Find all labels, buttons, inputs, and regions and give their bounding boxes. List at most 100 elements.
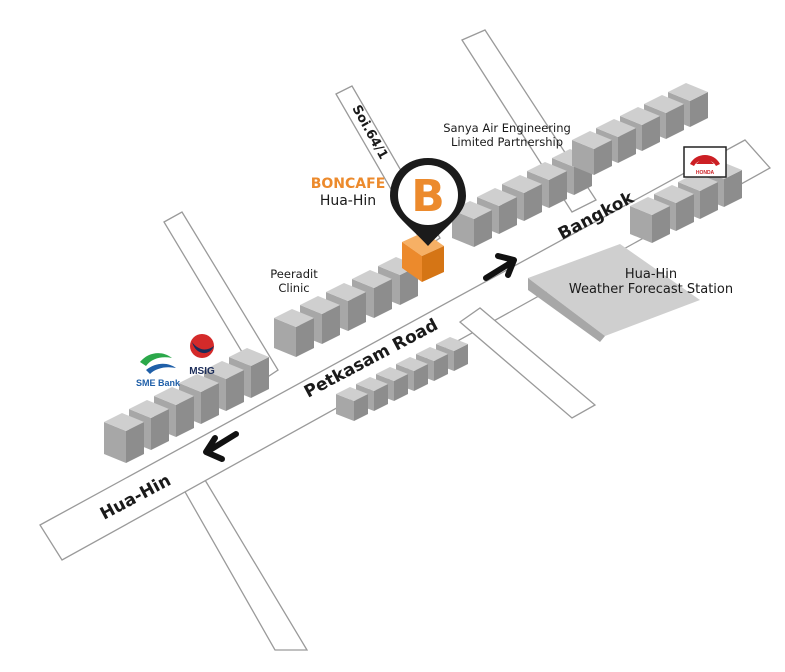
building-left-face (104, 422, 126, 463)
building-left-face (336, 394, 354, 421)
msig-logo-text: MSIG (189, 366, 215, 377)
building-top-face (654, 185, 694, 203)
building-top-face (620, 107, 660, 125)
arrow-bkk-shaft (483, 259, 515, 281)
building-right-face (676, 194, 694, 231)
label-sanya-line2: Limited Partnership (451, 135, 563, 149)
building-right-face (151, 409, 169, 450)
building-right-face (618, 128, 636, 163)
building-top-face (477, 188, 517, 206)
pin-letter: B (411, 171, 445, 222)
building-top-face (376, 367, 408, 381)
building-left-face (572, 140, 594, 175)
boncafe-building (402, 232, 444, 282)
sme-wave-blue (146, 363, 176, 374)
honda-wing-mark (696, 156, 714, 164)
building-top-face (356, 377, 388, 391)
label-peeradit-line2: Clinic (278, 281, 309, 295)
weather-building-top (528, 244, 700, 336)
building-right-face (690, 92, 708, 127)
building-top-face (668, 83, 708, 101)
honda-wing (690, 155, 720, 166)
building-right-face (499, 197, 517, 234)
boncafe-building-top (402, 232, 444, 256)
building-top-face (154, 387, 194, 405)
building-right-face (296, 318, 314, 357)
arrow-left-down-icon (203, 431, 239, 462)
sme-wave-green (140, 353, 172, 366)
honda-row-building (630, 197, 670, 243)
building-left-face (452, 210, 474, 247)
south-center-row-building (336, 387, 368, 421)
msig-logo-swoosh (192, 342, 214, 354)
building-right-face (176, 396, 194, 437)
building-right-face (549, 171, 567, 208)
building-right-face (666, 104, 684, 139)
sme-bank-logo-icon: SME Bank (136, 353, 181, 388)
weather-building-left (528, 278, 605, 342)
building-top-face (336, 387, 368, 401)
label-weather-line1: Hua-Hin (625, 267, 677, 282)
building-left-face (630, 206, 652, 243)
building-right-face (434, 354, 448, 381)
label-boncafe: BONCAFE (311, 176, 386, 192)
top-right-row-building (572, 131, 612, 175)
label-boncafe-branch: Hua-Hin (320, 193, 376, 209)
building-top-face (596, 119, 636, 137)
building-top-face (527, 162, 567, 180)
building-right-face (652, 206, 670, 243)
sme-bank-logo-text: SME Bank (136, 378, 181, 388)
building-right-face (126, 422, 144, 463)
label-peeradit-line1: Peeradit (270, 267, 318, 281)
building-right-face (348, 292, 366, 331)
boncafe-building-right (422, 246, 444, 282)
building-top-face (502, 175, 542, 193)
building-right-face (474, 210, 492, 247)
building-right-face (724, 170, 742, 207)
building-top-face (352, 270, 392, 288)
building-right-face (394, 374, 408, 401)
weather-station-building (528, 244, 700, 342)
building-top-face (436, 337, 468, 351)
building-right-face (354, 394, 368, 421)
boncafe-building-left (402, 242, 422, 282)
label-weather-line2: Weather Forecast Station (569, 282, 733, 297)
building-right-face (201, 383, 219, 424)
building-top-face (326, 283, 366, 301)
building-right-face (226, 370, 244, 411)
arrow-hh-shaft (207, 431, 239, 453)
bank-row-building (104, 413, 144, 463)
building-top-face (416, 347, 448, 361)
building-top-face (104, 413, 144, 431)
clinic-row-building (274, 309, 314, 357)
building-top-face (179, 374, 219, 392)
building-top-face (572, 131, 612, 149)
msig-logo-icon: MSIG (189, 334, 215, 377)
buildings-layer (104, 83, 742, 463)
building-right-face (374, 279, 392, 318)
building-top-face (274, 309, 314, 327)
building-right-face (700, 182, 718, 219)
honda-logo-text: HONDA (696, 170, 715, 176)
building-right-face (374, 384, 388, 411)
arrow-right-up-icon (483, 253, 517, 281)
map-pin-icon: B (390, 158, 466, 246)
building-right-face (642, 116, 660, 151)
arrow-bkk-head (495, 253, 517, 278)
building-top-face (129, 400, 169, 418)
building-left-face (274, 318, 296, 357)
building-right-face (322, 305, 340, 344)
side-road-upper-left (163, 211, 279, 383)
building-top-face (204, 361, 244, 379)
building-right-face (524, 184, 542, 221)
building-right-face (251, 357, 269, 398)
building-top-face (644, 95, 684, 113)
building-right-face (454, 344, 468, 371)
building-top-face (396, 357, 428, 371)
building-top-face (229, 348, 269, 366)
building-top-face (630, 197, 670, 215)
arrow-hh-head (203, 435, 225, 462)
building-right-face (414, 364, 428, 391)
